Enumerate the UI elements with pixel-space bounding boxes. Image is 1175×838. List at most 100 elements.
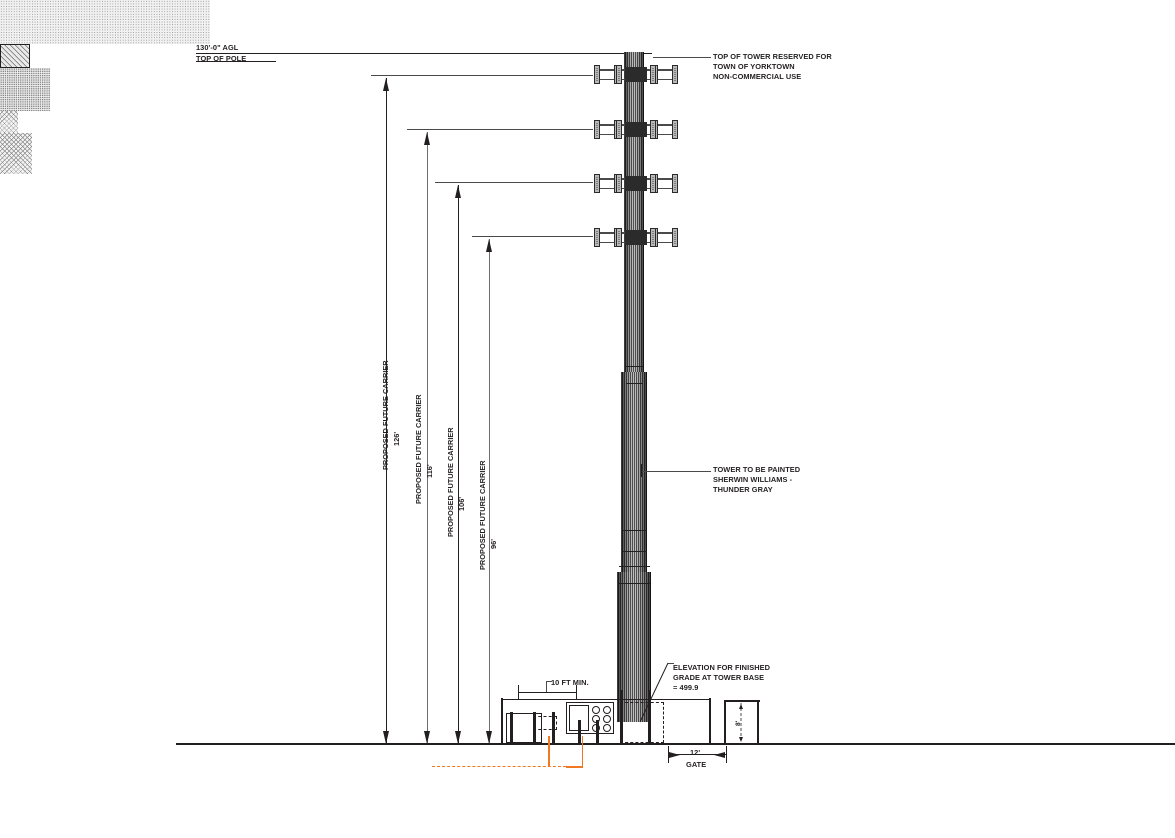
- gate-dim-label: GATE: [686, 760, 707, 769]
- dim-label-106: PROPOSED FUTURE CARRIER: [446, 427, 456, 537]
- top-of-pole-line-2: [196, 61, 276, 63]
- gate-dim-arrow-left: [669, 751, 680, 758]
- gate-top-rail: [724, 700, 760, 702]
- dim-line-126: [386, 78, 387, 744]
- tower-base-pad: [0, 68, 50, 111]
- setback-label: 10 FT MIN.: [551, 678, 589, 687]
- tower-flange-upper: [626, 366, 643, 384]
- antenna-panel: [594, 174, 600, 193]
- dim-leader-106: [435, 182, 593, 183]
- antenna-mount-level-3: [592, 169, 680, 199]
- dim-value-126: 126': [392, 432, 402, 446]
- cabinet-port-2: [603, 706, 611, 714]
- antenna-panel: [672, 174, 678, 193]
- compound-fence-right: [709, 698, 712, 743]
- tower-flange-lower: [619, 566, 650, 584]
- underground-utility-bend: [566, 766, 583, 768]
- gate-panel: [0, 133, 32, 174]
- paint-note-line3: THUNDER GRAY: [713, 485, 773, 494]
- dim-label-116-text: PROPOSED FUTURE CARRIER: [414, 394, 423, 504]
- tower-shaft-lower: [617, 572, 651, 722]
- underground-utility-riser: [582, 736, 583, 767]
- dim-value-96-text: 96': [489, 539, 498, 549]
- antenna-mount-level-1: [592, 60, 680, 90]
- gate-post-right: [757, 700, 760, 743]
- gate-dim-value: 12': [690, 748, 701, 757]
- dim-line-106: [458, 185, 459, 744]
- dim-arrow-down-116: [424, 731, 430, 744]
- setback-dim-line: [518, 692, 576, 694]
- antenna-panel: [616, 228, 622, 247]
- dim-leader-126: [371, 75, 593, 76]
- dim-arrow-down-96: [486, 731, 492, 744]
- bollard-6: [620, 690, 623, 743]
- compound-pad: [0, 0, 210, 44]
- top-of-pole-elevation-label: 130'-0" AGL: [196, 43, 239, 52]
- underground-utility-run: [432, 766, 566, 767]
- antenna-mount-level-4: [592, 223, 680, 253]
- grade-note-line1: ELEVATION FOR FINISHED: [673, 663, 771, 672]
- compound-pad-top-edge: [501, 698, 711, 701]
- dim-value-96: 96': [489, 539, 499, 549]
- dim-label-126-text: PROPOSED FUTURE CARRIER: [381, 360, 390, 470]
- top-of-pole-line: [196, 52, 652, 54]
- gate-height-label: 8': [735, 721, 744, 726]
- paint-note-leader: [641, 470, 711, 472]
- dim-arrow-up-106: [455, 185, 461, 198]
- top-of-tower-leader: [653, 57, 711, 58]
- tower-foundation-outline: [620, 702, 664, 743]
- dim-leader-116: [407, 129, 593, 130]
- setback-tick-right: [576, 685, 577, 699]
- gate-dim-arrow-right: [714, 751, 725, 758]
- setback-tick-left: [518, 685, 519, 699]
- cabinet-port-6: [603, 724, 611, 732]
- antenna-mount-level-2: [592, 115, 680, 145]
- dim-value-106: 106': [457, 497, 467, 511]
- antenna-mount-hub: [625, 121, 647, 138]
- cabinet-port-1: [592, 706, 600, 714]
- antenna-panel: [616, 120, 622, 139]
- tower-base-center: [0, 111, 18, 133]
- grade-note-leader-diagonal: [639, 662, 669, 723]
- gate-height-text: 8': [735, 720, 742, 726]
- setback-leader-horizontal: [546, 681, 552, 682]
- dim-label-96-text: PROPOSED FUTURE CARRIER: [478, 460, 487, 570]
- top-of-tower-note-line3: NON-COMMERCIAL USE: [713, 72, 802, 81]
- dim-arrow-down-126: [383, 731, 389, 744]
- bollard-4: [578, 720, 581, 743]
- antenna-panel: [616, 174, 622, 193]
- dim-leader-96: [472, 236, 593, 237]
- gate-height-dimension: [739, 703, 743, 743]
- bollard-7: [648, 690, 651, 743]
- grade-note-line3: = 499.9: [673, 683, 699, 692]
- antenna-panel: [594, 120, 600, 139]
- dim-arrow-up-96: [486, 239, 492, 252]
- bollard-3: [552, 712, 555, 743]
- bollard-5: [596, 720, 599, 743]
- antenna-panel: [650, 228, 656, 247]
- dim-line-96: [489, 239, 490, 744]
- antenna-panel: [650, 174, 656, 193]
- setback-leader-vertical: [546, 681, 547, 693]
- dim-arrow-up-116: [424, 132, 430, 145]
- cabinet-port-4: [603, 715, 611, 723]
- dim-label-126: PROPOSED FUTURE CARRIER: [381, 360, 391, 470]
- antenna-mount-hub: [625, 229, 647, 246]
- underground-utility-stub: [548, 736, 550, 766]
- gate-dim-line: [668, 754, 726, 756]
- tower-flange-mid: [622, 530, 647, 552]
- dim-value-126-text: 126': [392, 431, 401, 446]
- ground-line: [176, 743, 1175, 745]
- tower-shaft-mid: [621, 372, 647, 572]
- dim-line-116: [427, 132, 428, 744]
- dim-value-116-text: 116': [425, 464, 434, 478]
- top-of-tower-note-line2: TOWN OF YORKTOWN: [713, 62, 795, 71]
- gate-post-left: [724, 700, 727, 743]
- left-foundation: [0, 44, 30, 68]
- top-of-pole-label: TOP OF POLE: [196, 53, 247, 63]
- paint-note-line1: TOWER TO BE PAINTED: [713, 465, 801, 474]
- antenna-panel: [672, 65, 678, 84]
- grade-note-line2: GRADE AT TOWER BASE: [673, 673, 765, 682]
- dim-arrow-down-106: [455, 731, 461, 744]
